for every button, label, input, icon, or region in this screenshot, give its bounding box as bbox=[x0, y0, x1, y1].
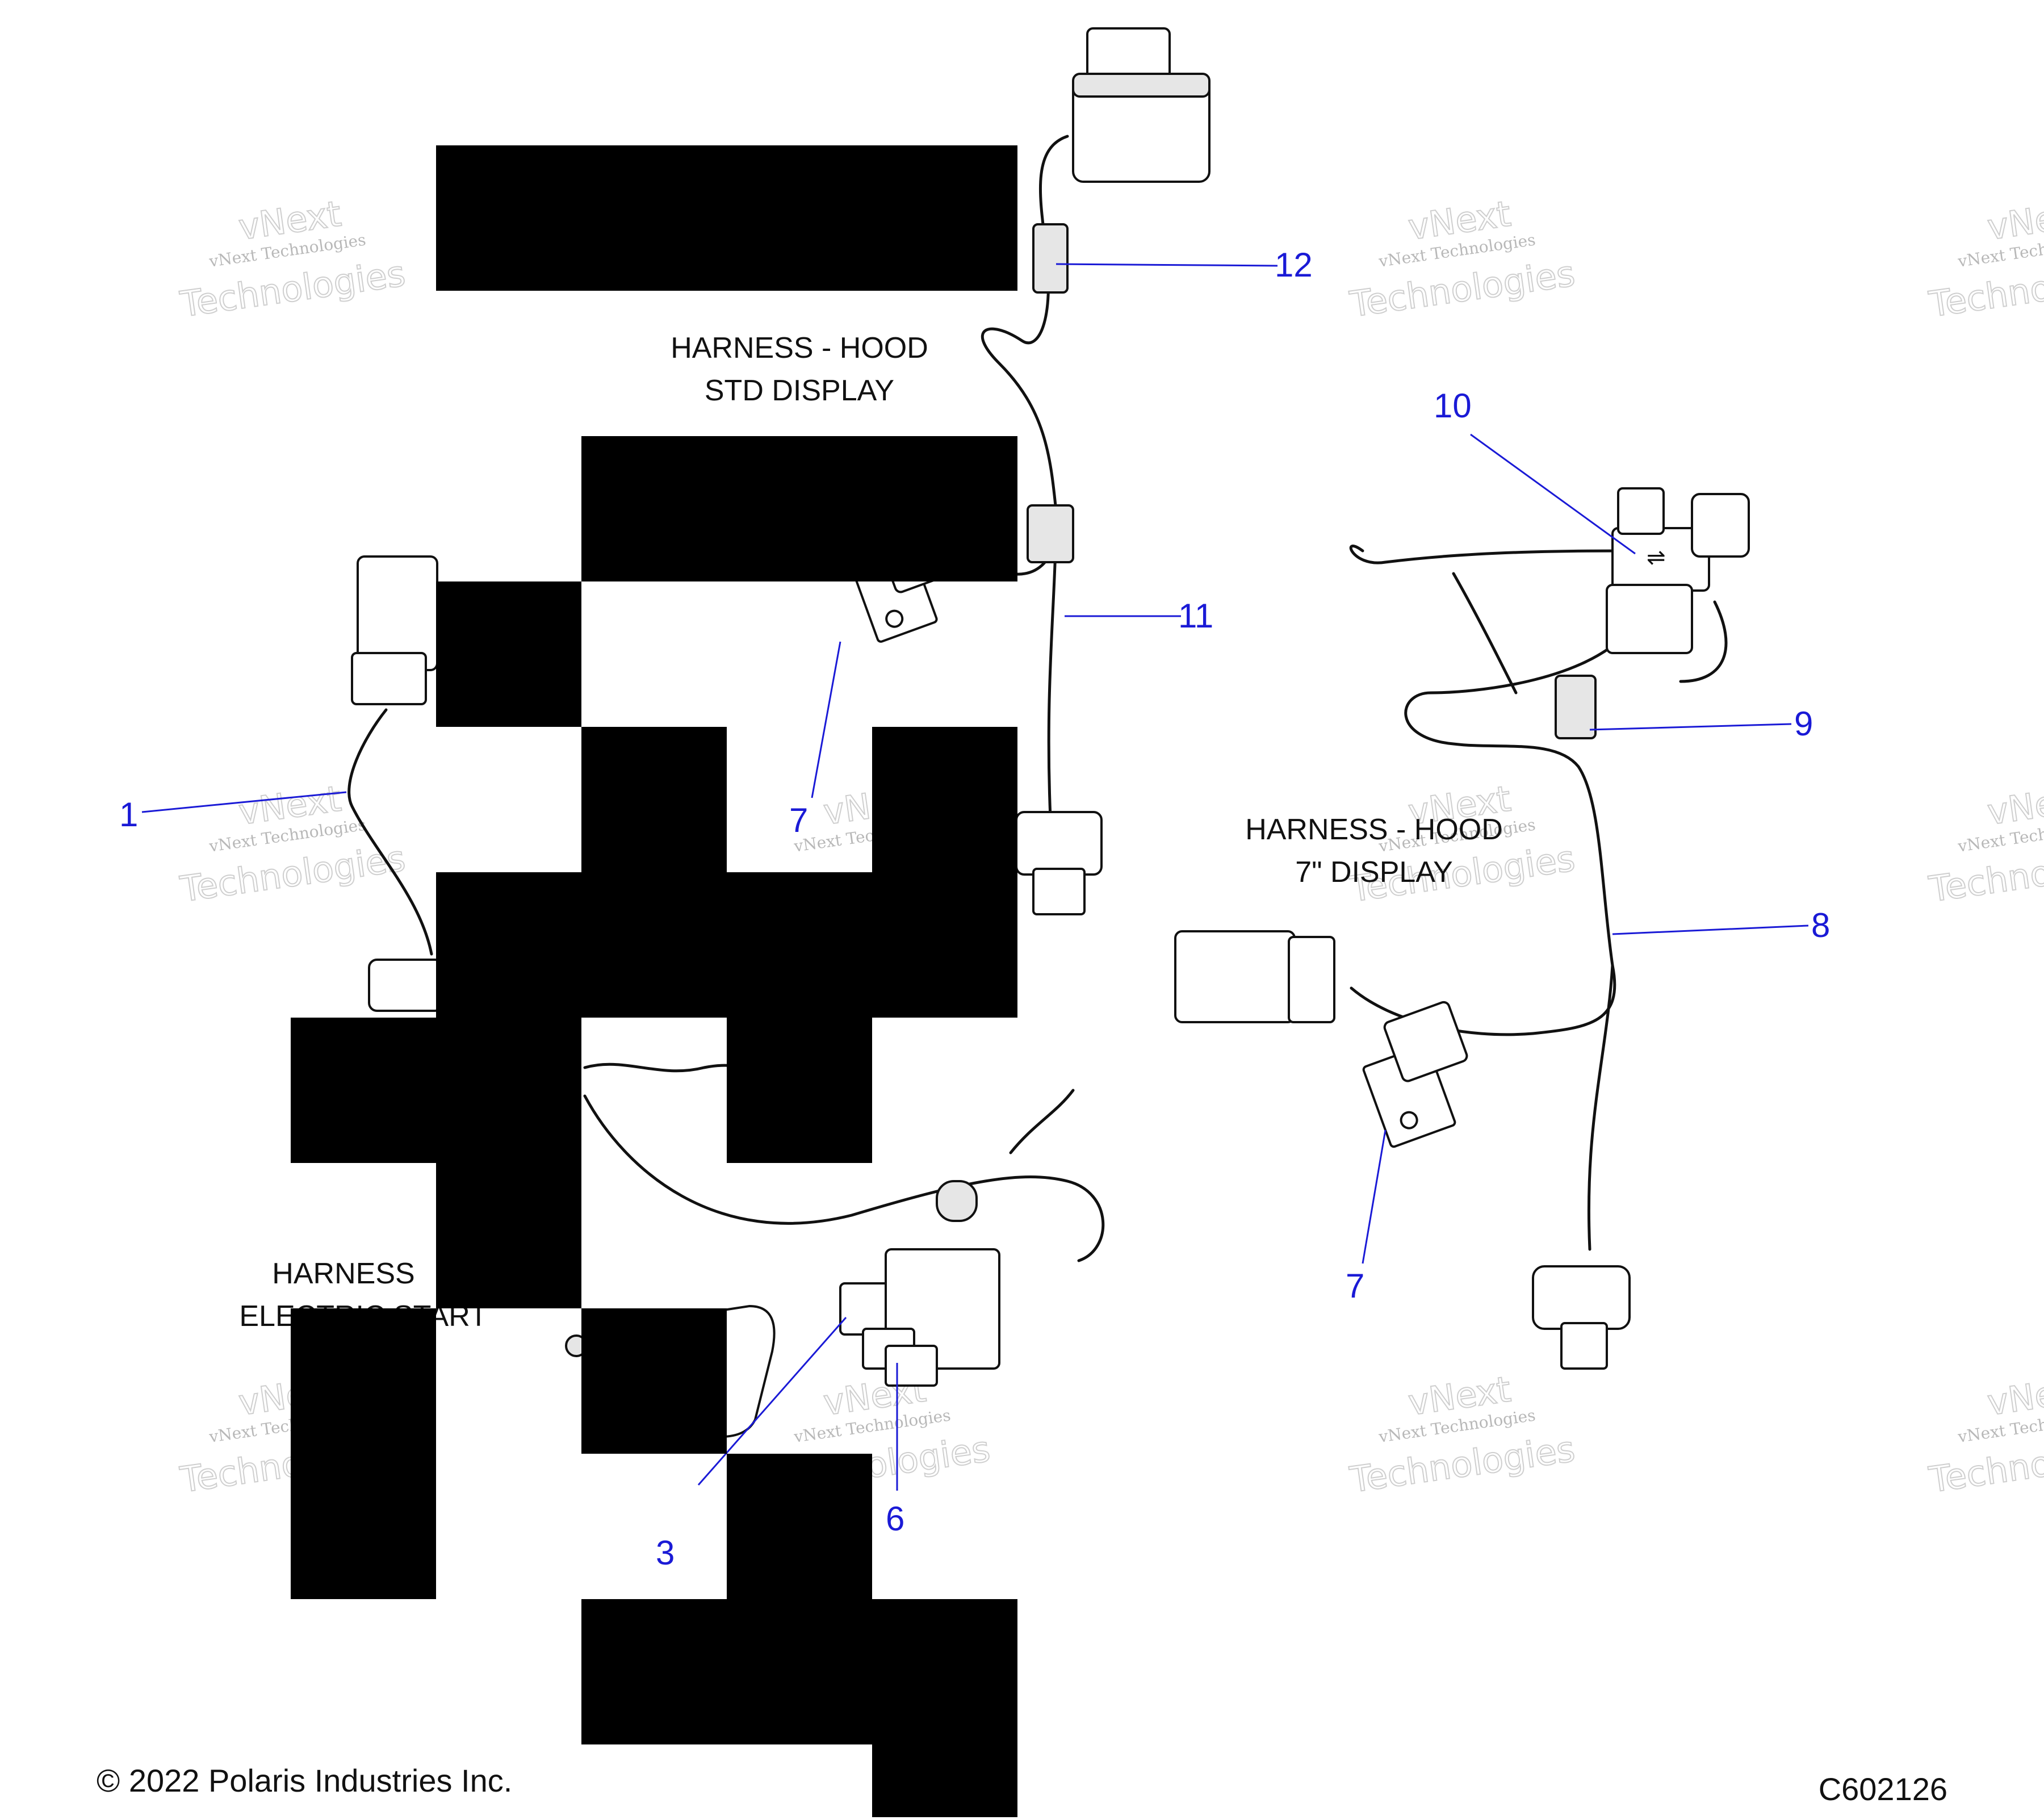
leader-12 bbox=[1055, 263, 1278, 267]
wire-7in-right bbox=[1679, 600, 1728, 683]
connector-bottom-std bbox=[1015, 811, 1103, 876]
connector-7-7in-hole bbox=[1400, 1111, 1418, 1129]
clip-12 bbox=[1032, 223, 1069, 294]
usb-side-cap bbox=[1691, 493, 1750, 558]
wire-7in-usb bbox=[1349, 545, 1626, 564]
wire-7in-branch bbox=[1452, 572, 1518, 694]
connector-7in-bottom-tip bbox=[1560, 1322, 1608, 1370]
redaction-block bbox=[436, 145, 1017, 291]
label-hood-7in-1: HARNESS - HOOD bbox=[1245, 813, 1503, 846]
assembly-labels: HARNESS - HOOD STD DISPLAY HARNESS - HOO… bbox=[239, 332, 1502, 1333]
redaction-block bbox=[581, 1599, 1017, 1744]
connector-bottom-std-tip bbox=[1032, 868, 1086, 915]
callout-11[interactable]: 11 bbox=[1178, 597, 1213, 635]
callout-7-7in[interactable]: 7 bbox=[1346, 1267, 1364, 1305]
cable-tie bbox=[936, 1180, 978, 1222]
redaction-block bbox=[727, 1454, 872, 1599]
leader-7-std bbox=[811, 641, 841, 798]
redaction-block bbox=[436, 1163, 581, 1308]
callout-7-std[interactable]: 7 bbox=[789, 801, 808, 839]
redaction-block bbox=[872, 1744, 1017, 1817]
callout-8[interactable]: 8 bbox=[1811, 906, 1830, 944]
callout-1[interactable]: 1 bbox=[119, 796, 138, 834]
connector-7-std-hole bbox=[885, 609, 904, 628]
label-electric-1: HARNESS bbox=[272, 1257, 414, 1290]
copyright-text: © 2022 Polaris Industries Inc. bbox=[97, 1763, 512, 1798]
leader-8 bbox=[1612, 924, 1809, 935]
wire-7in-main bbox=[1350, 634, 1626, 1036]
connector-7in-left bbox=[1174, 930, 1296, 1023]
redaction-block bbox=[581, 1308, 727, 1454]
watermark-text: vNext bbox=[1985, 193, 2044, 248]
usb-lower-body bbox=[1606, 584, 1693, 654]
connector-7in-bottom bbox=[1532, 1265, 1631, 1330]
redaction-block bbox=[872, 727, 1017, 872]
watermark-text: vNext bbox=[1985, 1368, 2044, 1423]
clip-mid bbox=[1027, 504, 1074, 563]
callout-10[interactable]: 10 bbox=[1434, 387, 1472, 425]
connector-7-7in-back bbox=[1383, 1001, 1468, 1082]
clip-9 bbox=[1555, 675, 1597, 739]
wire-es-c bbox=[1009, 1089, 1075, 1154]
label-hood-std-2: STD DISPLAY bbox=[705, 374, 894, 407]
fuse-6 bbox=[885, 1345, 938, 1387]
redaction-block bbox=[727, 1018, 872, 1163]
wire-1 bbox=[347, 708, 433, 956]
wire-7in-down bbox=[1587, 964, 1614, 1251]
leader-10 bbox=[1470, 433, 1636, 555]
usb-top-connector bbox=[1617, 487, 1665, 535]
connector-7in-left-back bbox=[1288, 936, 1335, 1023]
leader-3 bbox=[697, 1317, 847, 1486]
redaction-block bbox=[581, 727, 727, 872]
redaction-block bbox=[436, 872, 1017, 1018]
leader-1 bbox=[141, 791, 347, 813]
connector-1-mid bbox=[351, 652, 427, 705]
leader-9 bbox=[1589, 723, 1792, 731]
callout-3[interactable]: 3 bbox=[656, 1534, 675, 1572]
connector-1-bottom bbox=[368, 959, 444, 1012]
label-hood-std-1: HARNESS - HOOD bbox=[671, 332, 928, 365]
harness-hood-std-display bbox=[851, 27, 1211, 915]
redaction-block bbox=[436, 581, 581, 727]
connector-rim bbox=[1072, 73, 1211, 98]
redaction-block bbox=[291, 1308, 436, 1599]
watermark-text: vNext bbox=[1985, 777, 2044, 832]
diagram-code: C602126 bbox=[1819, 1771, 1947, 1807]
redaction-blocks bbox=[291, 145, 1017, 1817]
callout-numbers: 1 12 11 7 10 9 8 7 3 6 bbox=[119, 246, 1830, 1572]
leader-lines bbox=[141, 263, 1809, 1491]
label-hood-7in-2: 7" DISPLAY bbox=[1295, 856, 1453, 889]
callout-9[interactable]: 9 bbox=[1794, 705, 1813, 743]
callout-6[interactable]: 6 bbox=[886, 1500, 904, 1538]
redaction-block bbox=[581, 436, 1017, 581]
part-1-assembly bbox=[347, 555, 444, 1012]
usb-icon: ⇌ bbox=[1647, 545, 1666, 570]
harness-hood-7in-display: ⇌ bbox=[1174, 487, 1750, 1370]
leader-7-7in bbox=[1362, 1129, 1387, 1264]
redaction-block bbox=[291, 1018, 581, 1163]
callout-12[interactable]: 12 bbox=[1275, 246, 1313, 284]
wire-es-b bbox=[583, 1094, 1105, 1262]
